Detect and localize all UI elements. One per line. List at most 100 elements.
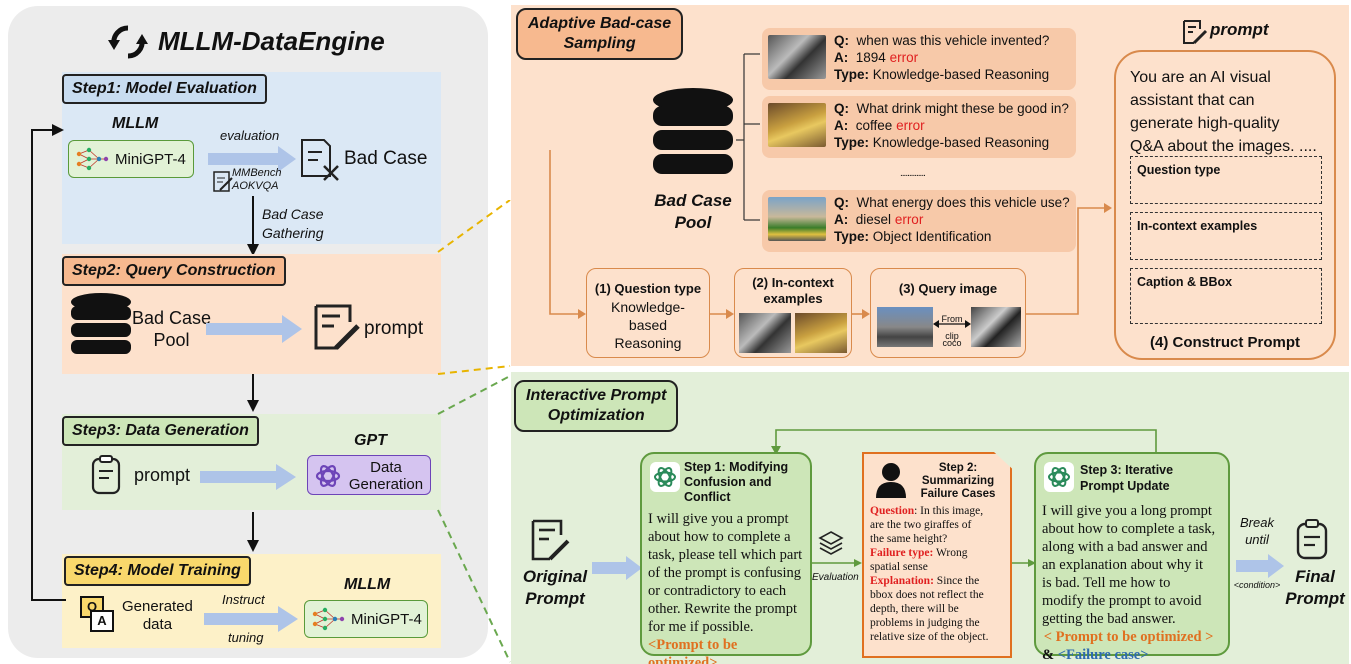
s3-tag1: < Prompt to be optimized > — [1043, 629, 1214, 645]
s2-ex-3: depth, there will be — [870, 603, 959, 615]
q-label: Q: — [834, 101, 849, 116]
vehicle-bw-thumb — [768, 35, 826, 79]
s3-title-1: Step 3: Iterative — [1080, 463, 1174, 477]
openai-icon — [650, 462, 680, 492]
step2-title: Step2: Query Construction — [62, 256, 286, 286]
original-line1: Original — [522, 567, 588, 586]
query-thumb-1 — [877, 307, 933, 347]
s3-body-4: an explanation about why it — [1042, 557, 1204, 573]
iteration-loop-arrow — [771, 429, 1157, 455]
prompt-label-3: prompt — [134, 465, 191, 485]
prompt-text-1: You are an AI visual — [1130, 69, 1271, 86]
optimization-title: Interactive Prompt Optimization — [514, 380, 679, 432]
s3-title-2: Prompt Update — [1080, 479, 1170, 493]
original-prompt-icon — [531, 519, 570, 561]
query-arrow — [206, 315, 302, 343]
data-generation-box: Data Generation — [307, 455, 431, 495]
qtype-l1: Knowledge- — [611, 299, 685, 315]
question-text: What energy does this vehicle use? — [856, 195, 1070, 210]
pool-line2: Pool — [153, 330, 190, 350]
example-thumb-2 — [795, 313, 847, 353]
adaptive-title-2: Sampling — [563, 35, 636, 52]
s1-body-6: other. Rewrite the prompt — [648, 601, 797, 617]
instruct-label: Instruct — [222, 592, 265, 607]
s2-ft-1: Wrong — [933, 547, 968, 559]
original-arrow — [592, 556, 642, 580]
final-prompt-icon — [1296, 519, 1328, 560]
gen-line2: Generation — [348, 476, 424, 493]
incontext-title-1: (2) In-context — [752, 275, 834, 290]
error-tag: error — [889, 50, 919, 65]
s2-q-2: are the two giraffes of — [870, 519, 972, 531]
bus-thumb — [768, 197, 826, 241]
cycle-icon — [108, 25, 148, 59]
minigpt4-box: MiniGPT-4 — [68, 140, 194, 178]
prompt-edit-icon — [314, 304, 360, 350]
prompt-card-title: prompt — [1210, 20, 1269, 39]
s2-ex-2: bbox does not reflect the — [870, 589, 984, 601]
mllm-label-4: MLLM — [344, 576, 391, 593]
s2-ex-1: Since the — [933, 575, 980, 587]
s1-body-5: or contradictory to each — [648, 583, 787, 599]
s3-body-2: about how to complete a task, — [1042, 521, 1216, 537]
optimization-title-2: Optimization — [547, 407, 645, 424]
arrow-down-2 — [247, 374, 259, 412]
in-context-step: (2) In-context examples — [734, 268, 852, 358]
s3-amp: & — [1042, 647, 1055, 663]
ellipsis-dots: .............. — [900, 168, 926, 179]
answer-text: diesel — [855, 212, 892, 227]
prompt-text-4: Q&A about the images. .... — [1130, 138, 1317, 155]
pool-line1: Bad Case — [132, 308, 212, 328]
qtype-l2: based — [628, 317, 668, 333]
s3-body-7: getting the bad answer. — [1042, 611, 1176, 627]
pool-title-2: Pool — [674, 213, 712, 232]
openai-icon — [315, 465, 341, 487]
mllm-label: MLLM — [112, 115, 159, 132]
q-label: Q: — [834, 195, 849, 210]
feedback-loop-arrow — [31, 124, 66, 601]
s3-body-3: along with a bad answer and — [1042, 539, 1208, 555]
tuning-label: tuning — [228, 630, 264, 645]
minigpt4-box-4: MiniGPT-4 — [304, 600, 428, 638]
step1-title: Step1: Model Evaluation — [62, 74, 267, 104]
s1-body-1: I will give you a prompt — [648, 511, 789, 527]
prompt-card: You are an AI visual assistant that can … — [1114, 50, 1336, 360]
slot-in-context: In-context examples — [1130, 212, 1322, 260]
condition-label: <condition> — [1233, 580, 1281, 590]
question-text: What drink might these be good in? — [856, 101, 1069, 116]
original-line2: Prompt — [525, 589, 585, 608]
final-line2: Prompt — [1285, 589, 1345, 608]
s1-title-3: Conflict — [684, 490, 731, 504]
s2-ft-2: spatial sense — [870, 561, 928, 573]
question-type-step: (1) Question type Knowledge- based Reaso… — [586, 268, 710, 358]
final-line1: Final — [1295, 567, 1335, 586]
adaptive-title: Adaptive Bad-case Sampling — [516, 8, 684, 60]
step2-to-3-arrow — [1012, 559, 1036, 567]
optimization-title-1: Interactive Prompt — [526, 387, 667, 404]
benchmark-icon — [213, 171, 233, 192]
qtype-title: (1) Question type — [594, 281, 702, 296]
s1-body-7: for me if possible. — [648, 619, 754, 635]
qa-a-box: A — [90, 610, 114, 632]
prompt-icon — [1183, 20, 1208, 45]
bad-case-icon — [301, 139, 339, 181]
s1-body-4: of the prompt is confusing — [648, 565, 802, 581]
evaluation-small-label: Evaluation — [812, 572, 859, 583]
error-tag: error — [896, 118, 925, 133]
slot-question-type: Question type — [1130, 156, 1322, 204]
s3-tag2: <Failure case> — [1057, 647, 1149, 663]
query-image-step: (3) Query image From coco clip — [870, 268, 1026, 358]
a-label: A: — [834, 118, 849, 133]
bench-aokvqa: AOKVQA — [232, 180, 279, 192]
query-thumb-2 — [971, 307, 1021, 347]
until-label: until — [1245, 532, 1269, 547]
step3-title: Step3: Data Generation — [62, 416, 259, 446]
s1-tag: <Prompt to be optimized> — [648, 637, 738, 664]
process-arrows — [549, 150, 1112, 319]
gather-line1: Bad Case — [262, 206, 324, 222]
eval-arrow — [208, 146, 296, 172]
s2-ex-4: problems in judging the — [870, 617, 980, 629]
bad-case-pool-db-icon — [653, 88, 733, 174]
type-text: Knowledge-based Reasoning — [872, 67, 1050, 82]
incontext-title-2: examples — [763, 291, 823, 306]
